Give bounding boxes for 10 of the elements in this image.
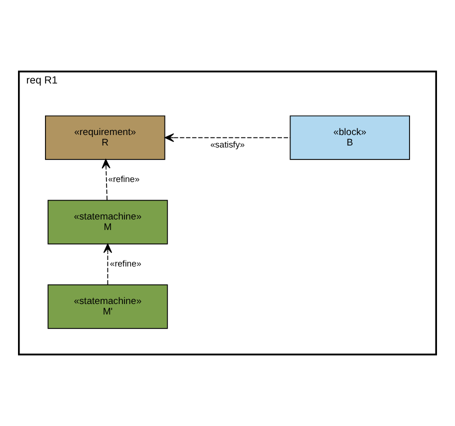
node-box: «statemachine» M (48, 200, 168, 244)
node-box: «requirement» R (45, 115, 166, 160)
arrow (164, 133, 291, 142)
edge-label: «satisfy» (210, 139, 245, 150)
edge-label: «refine» (108, 174, 140, 184)
arrow (103, 244, 112, 285)
arrow (102, 159, 110, 200)
node-box: «statemachine» M' (48, 284, 168, 329)
node-box: «block» B (290, 115, 410, 160)
edge-label: «refine» (110, 258, 142, 269)
